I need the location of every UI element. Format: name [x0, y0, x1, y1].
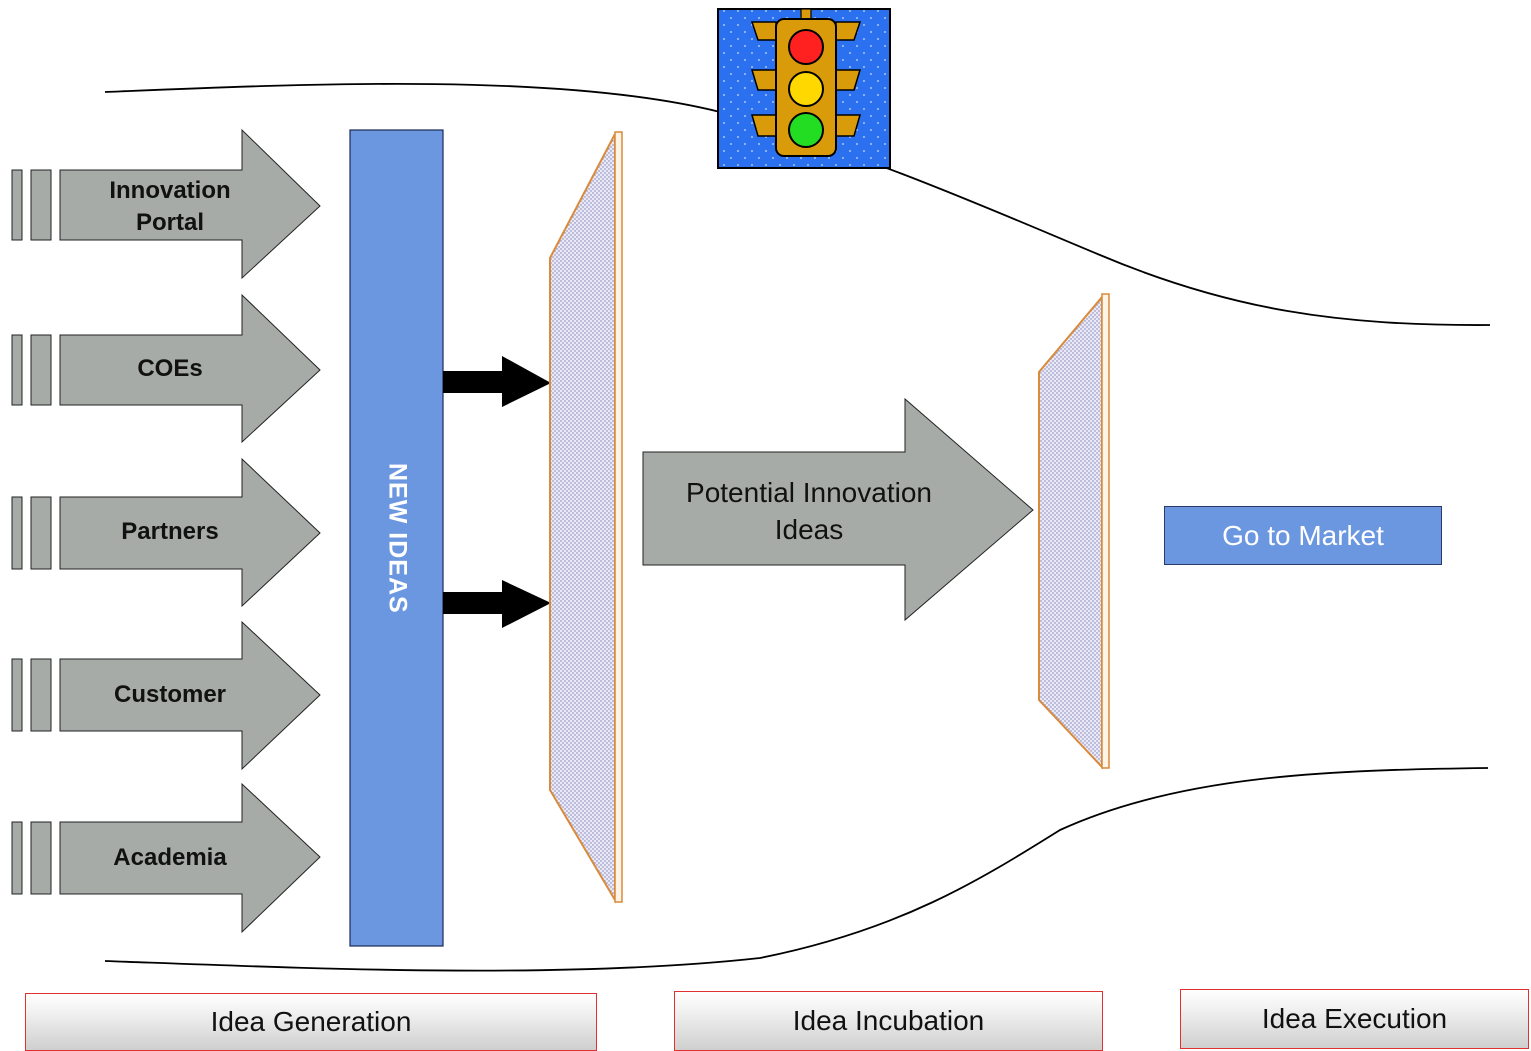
- phase-idea-execution-label: Idea Execution: [1261, 1003, 1448, 1034]
- phase-idea-generation-label: Idea Generation: [210, 1006, 412, 1037]
- go-to-market-label: Go to Market: [1222, 519, 1384, 551]
- source-arrow-academia: [11, 782, 321, 934]
- flow-arrow-upper: [443, 356, 551, 407]
- idea-filter-screen-large: [549, 131, 623, 904]
- potential-ideas-arrow: [642, 397, 1034, 622]
- source-arrow-partners: [11, 457, 321, 608]
- phase-idea-execution: Idea Execution: [1180, 989, 1529, 1049]
- go-to-market-box: Go to Market: [1164, 506, 1442, 565]
- funnel-bottom-curve: [104, 767, 1489, 972]
- flow-arrow-lower: [443, 580, 551, 628]
- phase-idea-incubation-label: Idea Incubation: [792, 1005, 985, 1036]
- new-ideas-label-wrap: NEW IDEAS: [350, 130, 444, 946]
- potential-ideas-label: Potential Innovation Ideas: [686, 477, 932, 545]
- source-label-academia: Academia: [113, 844, 227, 871]
- source-label-customer: Customer: [113, 681, 227, 708]
- phase-idea-incubation: Idea Incubation: [674, 991, 1103, 1051]
- idea-filter-screen-small: [1038, 293, 1110, 770]
- source-arrow-coes: [11, 293, 321, 444]
- source-arrow-customer: [11, 620, 321, 771]
- source-label-partners: Partners: [121, 518, 219, 545]
- source-label-coes: COEs: [137, 355, 203, 382]
- source-arrow-innovation-portal: [11, 128, 321, 280]
- funnel-top-curve: [104, 82, 1491, 326]
- new-ideas-label: NEW IDEAS: [383, 462, 412, 614]
- new-ideas-bar: [349, 129, 444, 947]
- traffic-light-icon: [717, 8, 891, 169]
- source-label-innovation-portal: Innovation Portal: [109, 177, 231, 236]
- phase-idea-generation: Idea Generation: [25, 993, 597, 1051]
